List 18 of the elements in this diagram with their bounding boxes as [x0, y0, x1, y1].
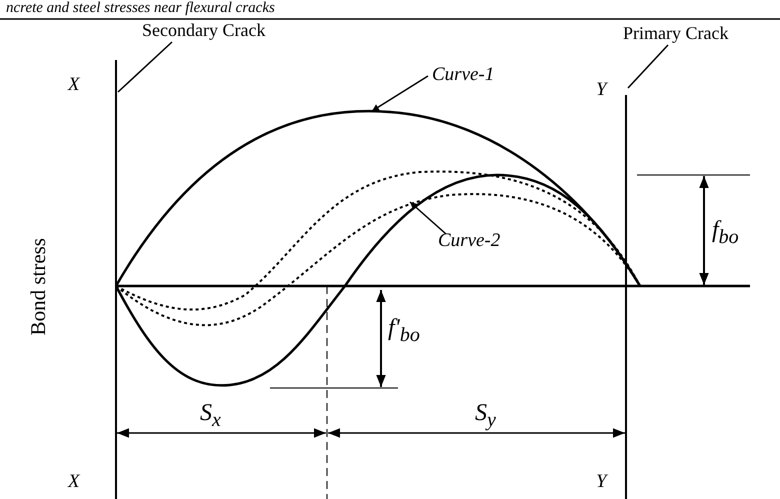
leader-line: [627, 44, 669, 89]
axis-label: X: [68, 75, 80, 94]
axis-title: Bond stress: [28, 238, 49, 336]
curve-label: Curve-2: [438, 231, 500, 250]
dimension-label: S$_{x}$: [200, 401, 221, 430]
figure-title: ncrete and steel stresses near flexural cracks: [6, 1, 275, 16]
dimension-label: f$_{bo}$: [712, 218, 739, 247]
leader-line: [118, 41, 172, 93]
crack-label: Secondary Crack: [142, 21, 266, 39]
axis-label: X: [68, 472, 80, 491]
axis-label: Y: [596, 472, 607, 491]
dimension-label: f'$_{bo}$: [388, 316, 420, 345]
leader-line: [410, 201, 446, 235]
axis-label: Y: [596, 80, 607, 99]
leader-line: [372, 75, 428, 112]
crack-label: Primary Crack: [623, 24, 728, 42]
dimension-label: S$_{y}$: [475, 401, 496, 430]
curve-label: Curve-1: [432, 65, 494, 84]
